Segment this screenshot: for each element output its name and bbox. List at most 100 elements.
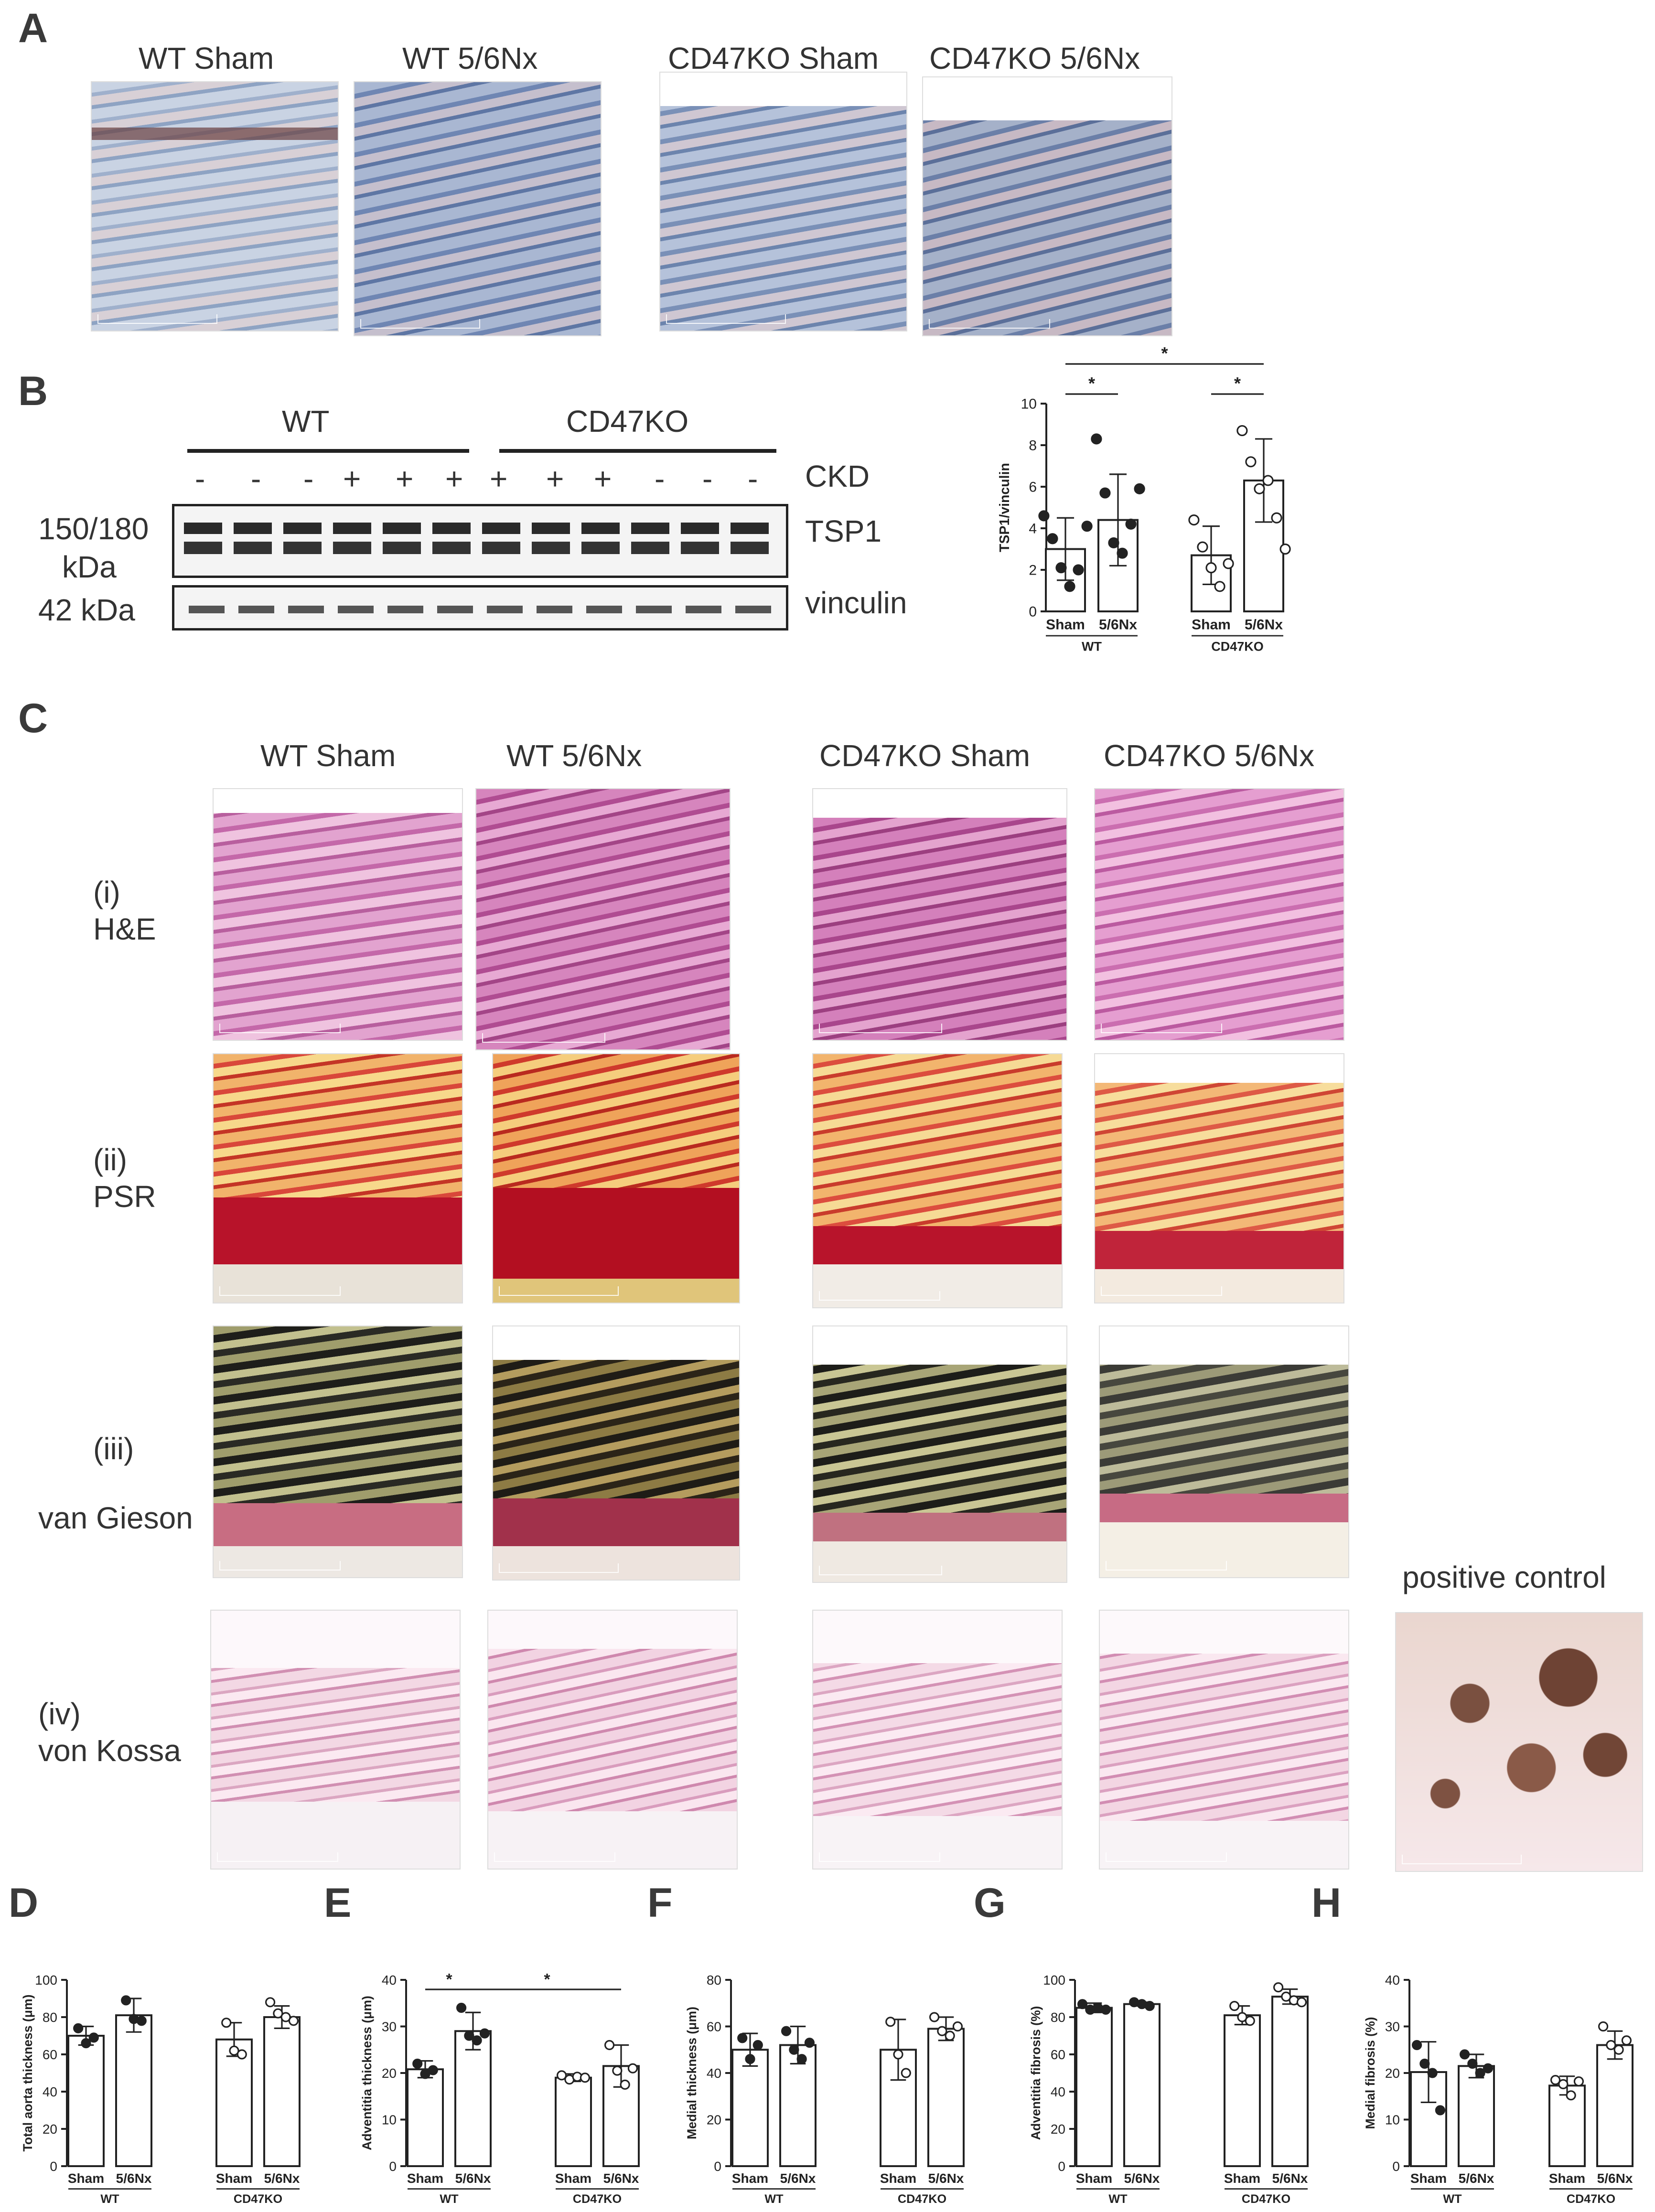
y-tick-label: 40 (43, 2084, 57, 2099)
data-point (1081, 521, 1093, 532)
y-tick-label: 30 (382, 2019, 397, 2034)
data-point (1606, 2040, 1616, 2051)
y-tick-label: 10 (382, 2112, 397, 2127)
x-tick-label: 5/6Nx (264, 2171, 300, 2186)
y-tick-label: 20 (1385, 2066, 1400, 2081)
data-point (627, 2063, 638, 2073)
y-tick-label: 40 (1051, 2084, 1065, 2099)
data-point (1055, 562, 1067, 574)
significance-star: * (544, 1971, 550, 1988)
ckd-sign: - (655, 461, 665, 496)
data-point (556, 2070, 567, 2081)
psr-image-ko-sham (812, 1053, 1063, 1308)
panel-letter-d: D (9, 1880, 39, 1926)
vg-image-wt-sham (213, 1325, 463, 1578)
y-axis-label: TSP1/vinculin (997, 463, 1012, 552)
mw-label-42kda: 42 kDa (38, 593, 135, 627)
y-axis-label: Adventitia fibrosis (%) (1029, 2006, 1043, 2140)
data-point (420, 2069, 430, 2079)
row-index: (iv) (38, 1697, 81, 1731)
x-tick-label: Sham (407, 2171, 443, 2186)
data-point (136, 2016, 147, 2026)
x-tick-label: 5/6Nx (1597, 2171, 1633, 2186)
data-point (604, 2040, 615, 2051)
ckd-sign: + (396, 461, 414, 496)
y-tick-label: 100 (35, 1973, 57, 1988)
row-label-he: (i) H&E (93, 874, 156, 948)
x-tick-label: Sham (732, 2171, 768, 2186)
y-axis-label: Medial thickness (μm) (685, 2007, 699, 2139)
data-point (1296, 1997, 1307, 2008)
a-label-ko-sham: CD47KO Sham (668, 41, 879, 75)
data-point (1550, 2075, 1561, 2085)
y-tick-label: 20 (1051, 2122, 1065, 2137)
group-label: WT (1443, 2192, 1462, 2206)
significance-star: * (446, 1971, 452, 1988)
x-tick-label: Sham (555, 2171, 591, 2186)
data-point (1254, 483, 1265, 494)
data-point (1223, 558, 1234, 569)
data-point (737, 2033, 748, 2043)
data-point (121, 1995, 131, 2006)
he-image-ko-sham (812, 788, 1067, 1041)
data-point (945, 2030, 955, 2041)
he-image-wt-sham (213, 788, 463, 1041)
data-point (1077, 1999, 1088, 2009)
x-tick-label: Sham (68, 2171, 104, 2186)
a-label-wt-nx: WT 5/6Nx (402, 41, 538, 75)
ckd-sign: + (490, 461, 508, 496)
data-point (288, 2016, 299, 2026)
data-point (752, 2040, 763, 2051)
data-point (412, 2058, 423, 2069)
panel-letter-g: G (974, 1880, 1006, 1926)
x-tick-label: Sham (1046, 617, 1085, 633)
data-point (1262, 475, 1274, 486)
bar (263, 2016, 301, 2167)
group-label: WT (1108, 2192, 1128, 2206)
data-point (885, 2017, 896, 2027)
y-tick-label: 40 (382, 1973, 397, 1988)
data-point (612, 2065, 623, 2076)
data-point (1205, 562, 1217, 574)
data-point (1117, 547, 1128, 559)
data-point (81, 2038, 91, 2049)
group-label: WT (440, 2192, 459, 2206)
a-label-ko-nx: CD47KO 5/6Nx (929, 41, 1140, 75)
y-tick-label: 0 (1058, 2159, 1065, 2174)
data-point (1558, 2079, 1569, 2089)
bar (407, 2068, 444, 2167)
data-point (1573, 2076, 1584, 2087)
group-label: CD47KO (898, 2192, 946, 2206)
data-point (88, 2032, 99, 2043)
y-tick-label: 0 (389, 2159, 397, 2174)
x-tick-label: 5/6Nx (1459, 2171, 1494, 2186)
data-point (1566, 2090, 1576, 2101)
panel-letter-a: A (18, 5, 48, 51)
x-tick-label: 5/6Nx (1272, 2171, 1308, 2186)
data-point (265, 1997, 276, 2008)
row-stain: von Kossa (38, 1733, 181, 1768)
data-point (1125, 518, 1137, 530)
data-point (745, 2054, 755, 2064)
data-point (1073, 564, 1084, 576)
y-tick-label: 10 (1385, 2112, 1400, 2127)
group-label: CD47KO (1211, 640, 1264, 654)
x-tick-label: 5/6Nx (455, 2171, 491, 2186)
vk-image-ko-sham (812, 1610, 1063, 1870)
data-point (1038, 510, 1050, 522)
y-tick-label: 10 (1021, 396, 1037, 412)
data-point (1099, 487, 1111, 499)
data-point (273, 2008, 283, 2019)
data-point (1459, 2049, 1470, 2060)
y-tick-label: 8 (1029, 438, 1037, 454)
ihc-image-ko-sham (659, 72, 907, 331)
group-label: WT (764, 2192, 784, 2206)
data-point (1621, 2035, 1632, 2046)
data-point (1214, 581, 1225, 592)
data-point (1100, 2004, 1111, 2015)
bar (454, 2030, 492, 2167)
